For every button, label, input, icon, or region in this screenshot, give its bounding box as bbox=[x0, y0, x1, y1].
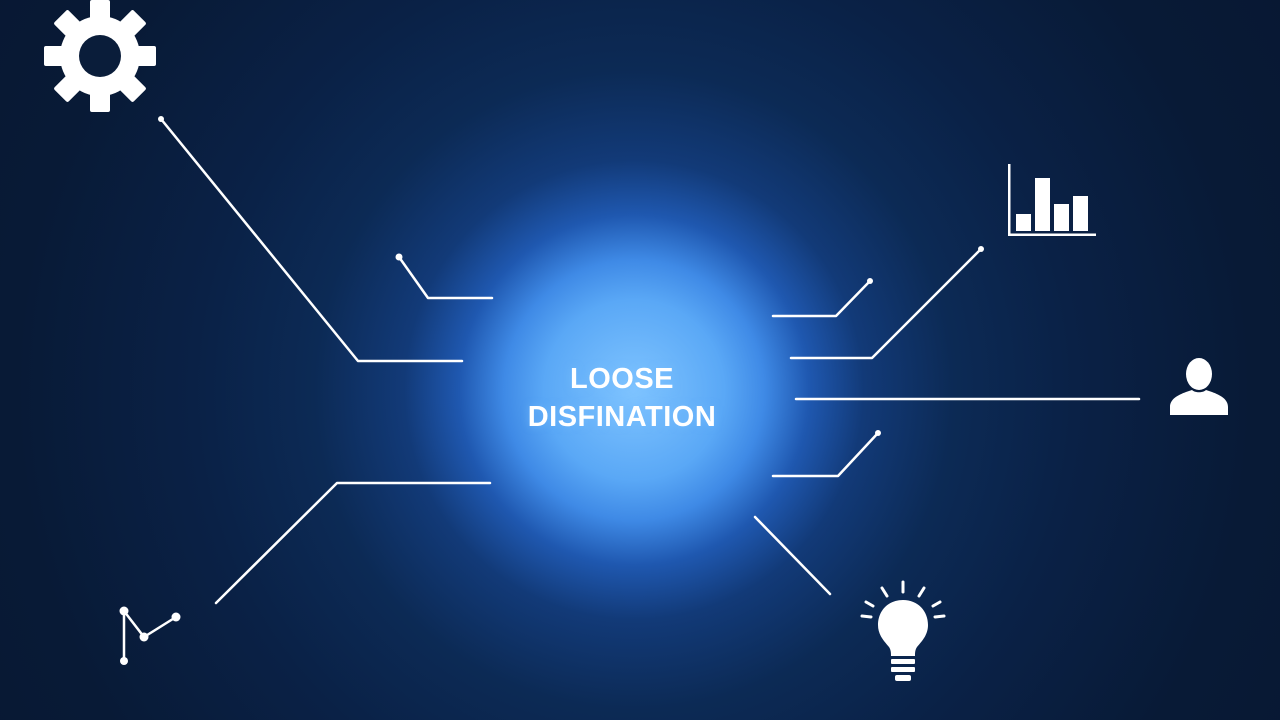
connector-node bbox=[875, 430, 881, 436]
line-graph-icon bbox=[119, 606, 181, 665]
connector-bar-chart bbox=[789, 247, 983, 360]
connector-node bbox=[867, 278, 873, 284]
gear-icon bbox=[44, 0, 156, 112]
center-title: LOOSE DISFINATION bbox=[484, 360, 760, 436]
connector-gear bbox=[159, 117, 464, 363]
connector-short-upper-left bbox=[397, 255, 494, 300]
bar-chart-icon bbox=[1008, 164, 1096, 236]
lightbulb-icon bbox=[860, 580, 946, 681]
connector-node bbox=[978, 246, 984, 252]
center-title-line2: DISFINATION bbox=[527, 401, 717, 433]
connector-short-upper-right bbox=[771, 279, 872, 318]
connector-line-graph bbox=[214, 481, 492, 605]
center-title-line1: LOOSE bbox=[569, 363, 674, 395]
user-icon bbox=[1170, 358, 1228, 415]
connector-lightbulb bbox=[753, 515, 832, 596]
connector-node bbox=[395, 253, 403, 261]
connector-short-lower-right bbox=[771, 431, 880, 478]
connector-node bbox=[158, 116, 164, 122]
